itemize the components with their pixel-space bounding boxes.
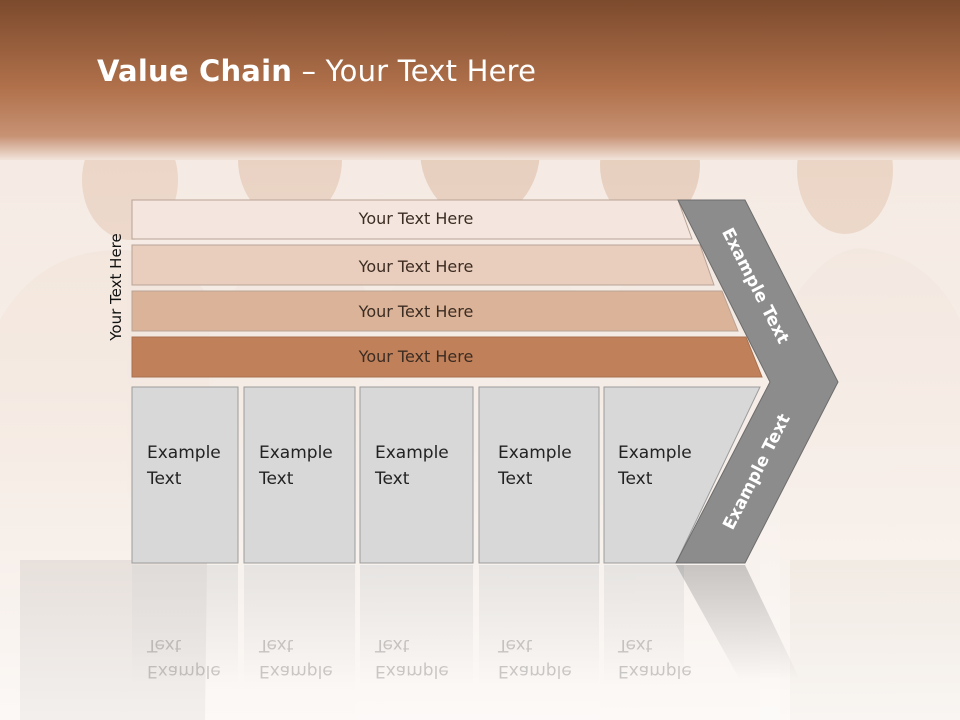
box-4-shape: [478, 386, 600, 564]
row-4-label: Your Text Here: [358, 347, 474, 366]
box-1-shape: [131, 386, 239, 564]
row-4-shape: [131, 336, 763, 378]
chevron-arrow: [675, 199, 839, 564]
row-1-label: Your Text Here: [358, 209, 474, 228]
row-3-label: Your Text Here: [358, 302, 474, 321]
row-3-shape: [131, 290, 739, 332]
title-rest: – Your Text Here: [292, 54, 537, 88]
row-2-label: Your Text Here: [358, 257, 474, 276]
side-label: Your Text Here: [107, 233, 125, 341]
row-2-shape: [131, 244, 715, 286]
page-title: Value Chain – Your Text Here: [97, 54, 536, 88]
row-1-shape: [131, 199, 693, 240]
box-3-shape: [359, 386, 474, 564]
title-bold: Value Chain: [97, 54, 293, 88]
header-band: [0, 0, 960, 160]
box-2-shape: [243, 386, 356, 564]
